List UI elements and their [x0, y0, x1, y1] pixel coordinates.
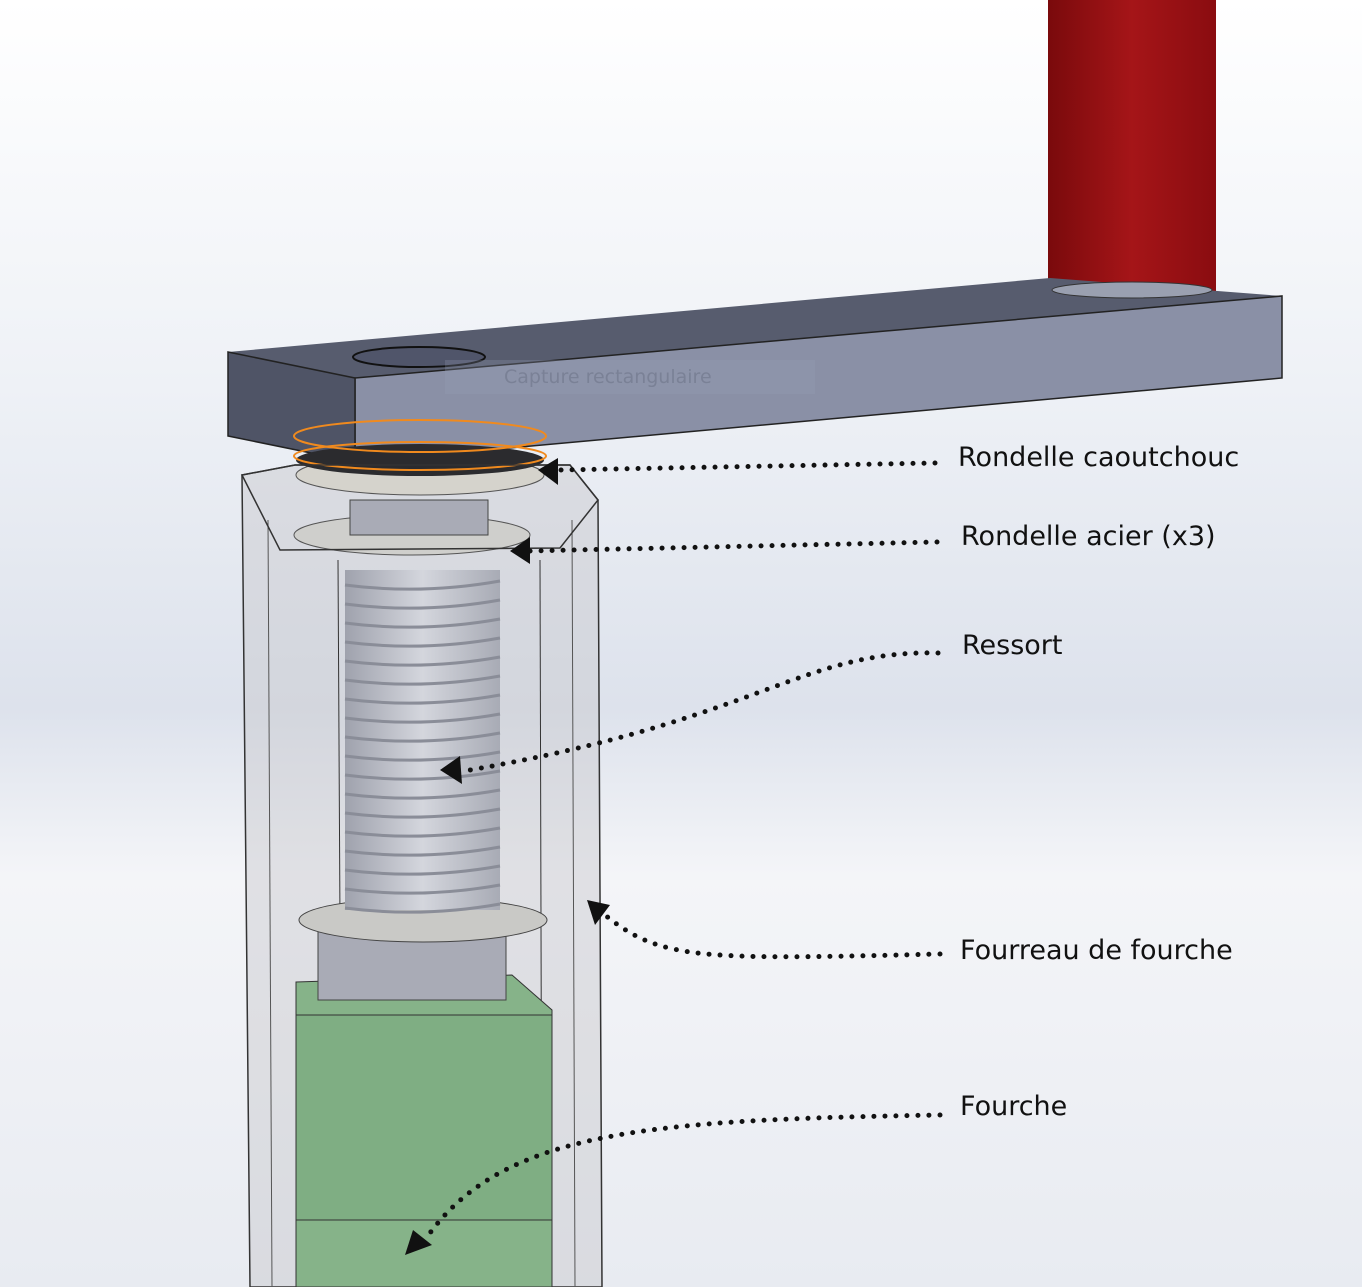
arm-top — [228, 278, 1282, 378]
label-spring: Ressort — [962, 630, 1063, 661]
spring-coil — [344, 712, 501, 724]
spring-coil — [344, 617, 501, 629]
spring-coil — [344, 807, 501, 819]
capture-overlay-text: Capture rectangulaire — [504, 366, 712, 388]
spring-coil — [344, 826, 501, 838]
spring-coil — [344, 636, 501, 648]
leader-fork-sleeve — [602, 912, 943, 960]
leader-steel-washer — [527, 539, 940, 554]
label-rubber-washer: Rondelle caoutchouc — [958, 442, 1240, 473]
leader-rubber-washer — [557, 460, 938, 473]
red-post — [1048, 0, 1216, 292]
spring-coil — [344, 883, 501, 895]
spring-coil — [344, 731, 501, 743]
selection-outline — [293, 419, 547, 453]
spring-coil — [344, 655, 501, 667]
spring-coil — [344, 750, 501, 762]
spring-coil — [344, 845, 501, 857]
spring-coil — [344, 769, 501, 781]
spring-coil — [344, 864, 501, 876]
leader-fork — [422, 1112, 943, 1243]
label-steel-washer: Rondelle acier (x3) — [961, 521, 1216, 552]
arm-hole — [352, 346, 486, 368]
spring-coil — [344, 693, 501, 705]
rubber-washer — [296, 444, 544, 476]
spring-coil — [344, 788, 501, 800]
label-fork: Fourche — [960, 1091, 1068, 1122]
arrowheads — [405, 458, 610, 1255]
spring-coil — [344, 579, 501, 591]
spring-coil — [344, 674, 501, 686]
spring-coil — [344, 598, 501, 610]
label-fork-sleeve: Fourreau de fourche — [960, 935, 1233, 966]
leader-spring — [467, 650, 941, 773]
spring-coil — [344, 902, 501, 914]
